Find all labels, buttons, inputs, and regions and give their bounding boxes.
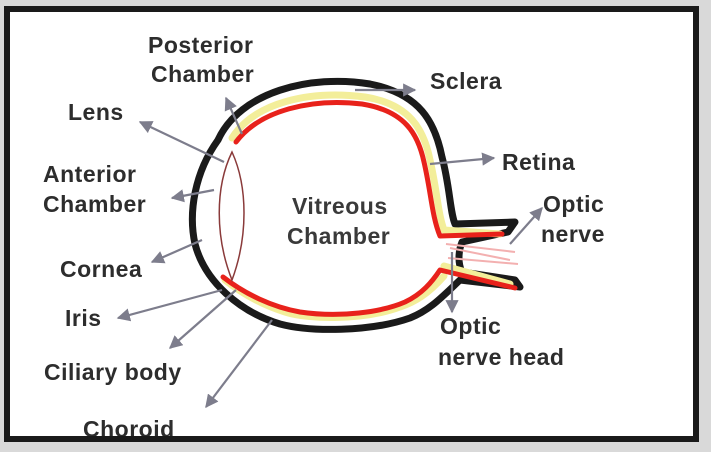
label-iris: Iris	[65, 305, 102, 331]
label-optic-nerve-head: Optic nerve head	[438, 313, 564, 370]
label-ciliary-body: Ciliary body	[44, 359, 182, 385]
eye-diagram: Posterior Chamber Sclera Lens Retina Ant…	[10, 12, 693, 436]
label-lens: Lens	[68, 99, 124, 125]
label-vitreous-chamber: Vitreous Chamber	[287, 193, 395, 249]
label-choroid: Choroid	[83, 416, 175, 436]
label-sclera: Sclera	[430, 68, 502, 94]
label-retina: Retina	[502, 149, 575, 175]
lens-arrow	[140, 122, 224, 162]
lens-shape	[219, 152, 244, 280]
label-posterior-chamber: Posterior Chamber	[148, 32, 260, 87]
label-cornea: Cornea	[60, 256, 142, 282]
diagram-frame: Posterior Chamber Sclera Lens Retina Ant…	[4, 6, 699, 442]
choroid-arrow	[206, 320, 272, 407]
ciliary-body-arrow	[170, 290, 236, 348]
iris-arrow	[118, 290, 222, 318]
label-optic-nerve: Optic nerve	[541, 191, 611, 247]
label-anterior-chamber: Anterior Chamber	[43, 161, 146, 217]
